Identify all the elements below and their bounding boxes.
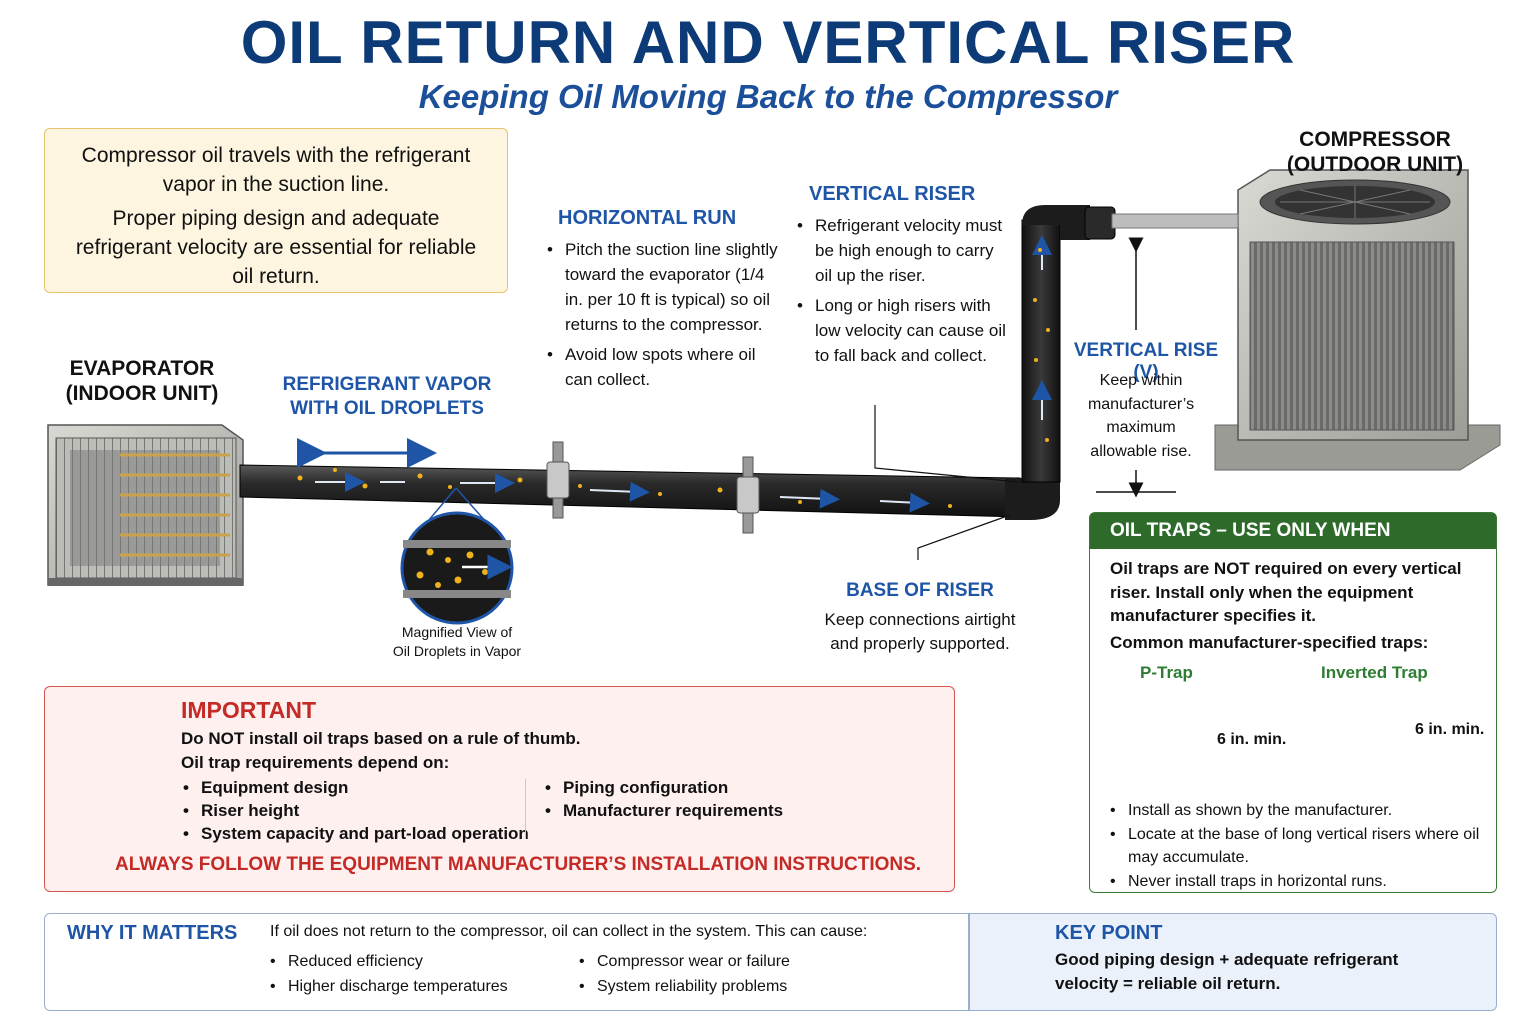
why-list-2: Compressor wear or failure System reliab… [577, 949, 790, 999]
horizontal-run-section: HORIZONTAL RUN Pitch the suction line sl… [545, 207, 785, 392]
base-of-riser-text: Keep connections airtight and properly s… [824, 610, 1016, 653]
horizontal-run-heading: HORIZONTAL RUN [558, 207, 737, 229]
why-item: System reliability problems [577, 974, 790, 999]
key-point-box: KEY POINT Good piping design + adequate … [969, 913, 1497, 1011]
key-point-text: Good piping design + adequate refrigeran… [1055, 950, 1399, 993]
vertical-riser-bullet-1: Refrigerant velocity must be high enough… [795, 213, 1015, 288]
oil-traps-item: Install as shown by the manufacturer. [1108, 799, 1488, 823]
oil-traps-heading: OIL TRAPS – USE ONLY WHEN REQUIRED [1090, 513, 1496, 577]
inverted-trap-label: Inverted Trap [1321, 663, 1428, 682]
horizontal-run-bullet-2: Avoid low spots where oil can collect. [545, 342, 785, 392]
why-item: Higher discharge temperatures [268, 974, 508, 999]
p-trap-dimension-label: 6 in. min. [1217, 731, 1287, 748]
important-line-1: Do NOT install oil traps based on a rule… [181, 729, 581, 748]
why-it-matters-intro: If oil does not return to the compressor… [270, 923, 868, 940]
page-title: OIL RETURN AND VERTICAL RISER [240, 9, 1296, 76]
inverted-trap-dimension-label: 6 in. min. [1415, 721, 1485, 738]
important-list-1: Equipment design Riser height System cap… [181, 776, 529, 845]
base-leader-line [917, 514, 1011, 560]
important-item: Equipment design [181, 776, 529, 799]
important-item: Piping configuration [543, 776, 783, 799]
why-item: Compressor wear or failure [577, 949, 790, 974]
why-item: Reduced efficiency [268, 949, 508, 974]
vertical-riser-heading: VERTICAL RISER [809, 183, 976, 205]
vertical-riser-bullet-2: Long or high risers with low velocity ca… [795, 293, 1015, 368]
magnified-caption: Magnified View of Oil Droplets in Vapor [367, 623, 547, 661]
vapor-label: REFRIGERANT VAPOR WITH OIL DROPLETS [272, 373, 502, 421]
magnified-caption-line-1: Magnified View of [401, 624, 513, 640]
important-item: Riser height [181, 799, 529, 822]
important-heading: IMPORTANT [181, 697, 317, 723]
base-of-riser-heading: BASE OF RISER [846, 580, 994, 601]
important-list-2: Piping configuration Manufacturer requir… [543, 776, 783, 822]
evaporator-label-line-1: EVAPORATOR [69, 357, 215, 380]
oil-traps-list: Install as shown by the manufacturer. Lo… [1108, 799, 1488, 893]
evaporator-unit [47, 424, 244, 586]
important-box: IMPORTANT Do NOT install oil traps based… [44, 686, 955, 892]
compressor-label-line-2: (OUTDOOR UNIT) [1286, 153, 1464, 176]
vertical-rise-heading: VERTICAL RISE (V) [1073, 340, 1219, 383]
p-trap-label: P-Trap [1140, 663, 1193, 682]
oil-traps-item: Never install traps in horizontal runs. [1108, 870, 1488, 894]
why-list-1: Reduced efficiency Higher discharge temp… [268, 949, 508, 999]
compressor-unit [1214, 169, 1501, 471]
evaporator-label: EVAPORATOR (INDOOR UNIT) [52, 356, 232, 406]
important-item: Manufacturer requirements [543, 799, 783, 822]
intro-line-2: Proper piping design and adequate refrig… [75, 207, 477, 288]
vapor-label-line-2: WITH OIL DROPLETS [290, 398, 484, 419]
suction-line-pipe [239, 205, 1239, 534]
compressor-label: COMPRESSOR (OUTDOOR UNIT) [1270, 127, 1480, 177]
key-point-heading: KEY POINT [1055, 922, 1163, 944]
intro-line-1: Compressor oil travels with the refriger… [81, 144, 471, 196]
important-divider [525, 779, 526, 839]
riser-leader-line [874, 405, 1019, 483]
evaporator-label-line-2: (INDOOR UNIT) [65, 382, 219, 405]
magnified-view-circle [400, 487, 514, 625]
magnified-caption-line-2: Oil Droplets in Vapor [392, 643, 522, 659]
page-subtitle: Keeping Oil Moving Back to the Compresso… [418, 78, 1118, 115]
vertical-riser-section: VERTICAL RISER Refrigerant velocity must… [795, 183, 1015, 368]
oil-traps-box: OIL TRAPS – USE ONLY WHEN REQUIRED Oil t… [1089, 512, 1497, 893]
vertical-rise-text: Keep within manufacturer’s maximum allow… [1087, 372, 1195, 460]
vertical-rise-dimension [1096, 237, 1176, 498]
compressor-label-line-1: COMPRESSOR [1299, 128, 1451, 151]
important-warning: ALWAYS FOLLOW THE EQUIPMENT MANUFACTURER… [115, 854, 922, 875]
important-line-2: Oil trap requirements depend on: [181, 753, 450, 772]
why-it-matters-box: WHY IT MATTERS If oil does not return to… [44, 913, 969, 1011]
important-item: System capacity and part-load operation [181, 822, 529, 845]
oil-traps-intro: Oil traps are NOT required on every vert… [1110, 559, 1462, 625]
oil-traps-item: Locate at the base of long vertical rise… [1108, 823, 1488, 870]
oil-traps-common: Common manufacturer-specified traps: [1110, 633, 1429, 652]
intro-box: Compressor oil travels with the refriger… [44, 128, 508, 293]
why-it-matters-heading: WHY IT MATTERS [67, 922, 238, 944]
vapor-label-line-1: REFRIGERANT VAPOR [282, 374, 492, 395]
horizontal-run-bullet-1: Pitch the suction line slightly toward t… [545, 237, 785, 337]
